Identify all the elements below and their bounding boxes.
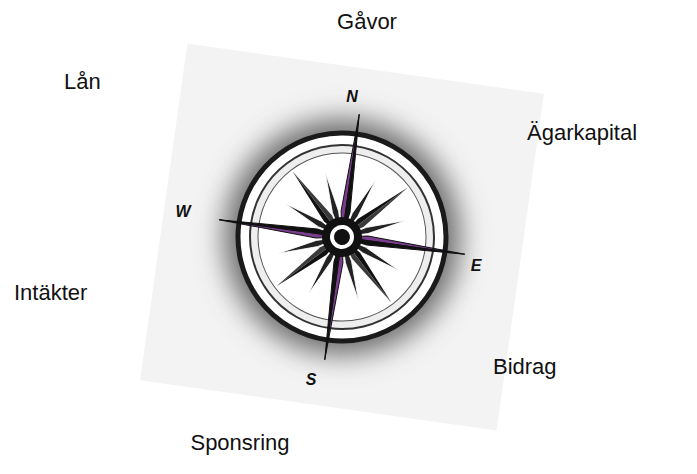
direction-letter: E [471, 257, 482, 275]
source-label: Bidrag [493, 355, 557, 379]
compass-background [140, 44, 544, 431]
compass-hub-center [333, 228, 351, 246]
compass-shadow [209, 104, 476, 371]
compass-hub [319, 214, 364, 259]
source-label: Intäkter [14, 281, 87, 305]
compass-inner-ring [238, 133, 446, 341]
source-label: Gåvor [337, 10, 397, 34]
compass-outer-ring [225, 120, 460, 355]
compass-face [247, 142, 437, 332]
source-label: Ägarkapital [527, 121, 637, 145]
direction-letter: N [346, 88, 358, 106]
source-label: Lån [64, 70, 101, 94]
direction-letter: W [175, 203, 190, 221]
compass-hub-inner [328, 223, 355, 250]
source-label: Sponsring [190, 431, 289, 455]
compass-star [202, 97, 482, 377]
direction-letter: S [306, 371, 317, 389]
